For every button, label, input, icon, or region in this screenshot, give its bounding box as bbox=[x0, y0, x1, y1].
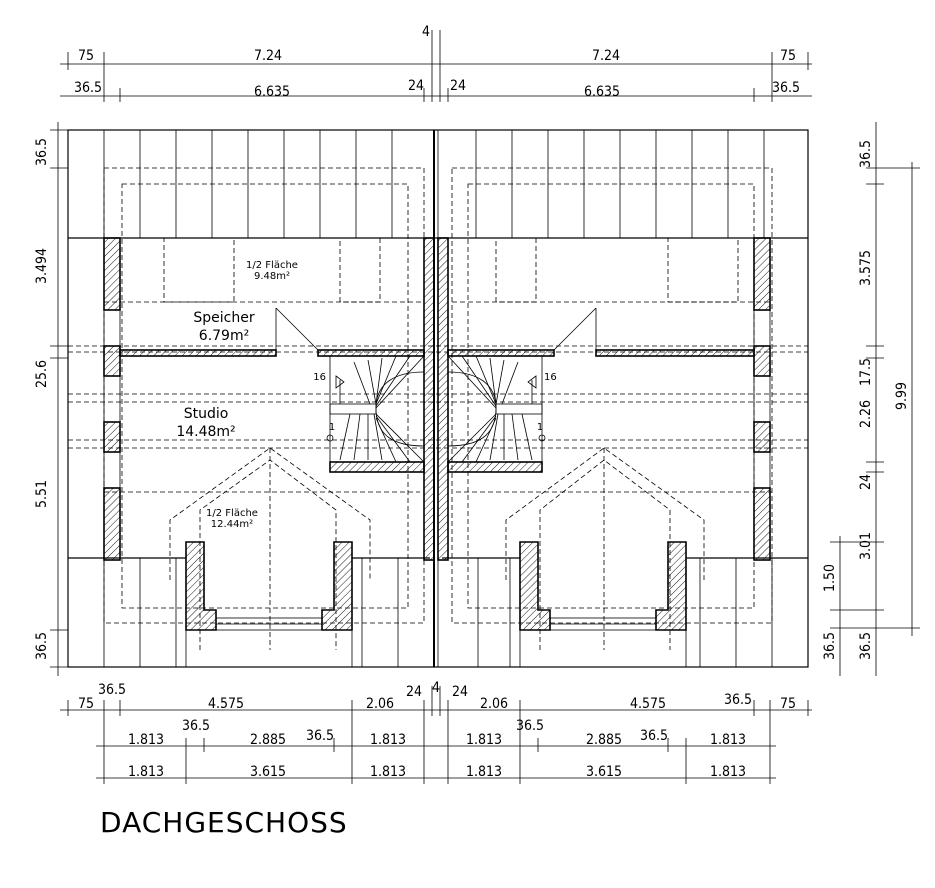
dim-right-dormer-365: 36.5 bbox=[822, 632, 838, 660]
dim-top-6635-left: 6.635 bbox=[254, 84, 290, 100]
dim-left-3494: 3.494 bbox=[34, 248, 50, 284]
dim-bot-r3-3615-left: 3.615 bbox=[250, 764, 286, 780]
half-area-top-value: 9.48m² bbox=[254, 271, 290, 282]
doors bbox=[275, 307, 597, 351]
dim-right-175: 17.5 bbox=[858, 358, 874, 386]
dim-bot-r2-2885-left: 2.885 bbox=[250, 732, 286, 748]
stair-step-16-right: 16 bbox=[544, 372, 557, 383]
dim-top-24-left: 24 bbox=[408, 78, 424, 94]
dim-bot-24-right: 24 bbox=[452, 684, 468, 700]
dim-right-3575: 3.575 bbox=[858, 250, 874, 286]
dim-top-724-left: 7.24 bbox=[254, 48, 282, 64]
dim-top-6635-right: 6.635 bbox=[584, 84, 620, 100]
dim-bot-r2-1813-b: 1.813 bbox=[370, 732, 406, 748]
left-dimensions: 36.5 3.494 25.6 5.51 36.5 bbox=[34, 122, 68, 676]
dim-bot-75-right: 75 bbox=[780, 696, 796, 712]
studio-name: Studio bbox=[184, 406, 229, 422]
studio-area: 14.48m² bbox=[176, 424, 235, 440]
dim-bot-r3-1813-b: 1.813 bbox=[370, 764, 406, 780]
dim-bot-r3-1813-c: 1.813 bbox=[466, 764, 502, 780]
dim-bot-r2-365-b: 36.5 bbox=[306, 728, 334, 744]
stair-step-16-left: 16 bbox=[313, 372, 326, 383]
dim-left-365-bottom: 36.5 bbox=[34, 632, 50, 660]
rafter-lines bbox=[67, 238, 809, 558]
dim-bot-r2-1813-d: 1.813 bbox=[710, 732, 746, 748]
dim-bot-4575-right: 4.575 bbox=[630, 696, 666, 712]
drawing-title: DACHGESCHOSS bbox=[100, 806, 348, 839]
dim-bot-206-left: 2.06 bbox=[366, 696, 394, 712]
dim-top-24-right: 24 bbox=[450, 78, 466, 94]
staircase-right bbox=[447, 355, 546, 463]
dim-right-365-bottom: 36.5 bbox=[858, 632, 874, 660]
half-area-bottom-label: 1/2 Fläche bbox=[206, 508, 258, 519]
dim-bot-r3-1813-a: 1.813 bbox=[128, 764, 164, 780]
dim-bot-4575-left: 4.575 bbox=[208, 696, 244, 712]
stair-step-1-right: 1 bbox=[537, 422, 543, 433]
right-dimensions: 36.5 3.575 17.5 2.26 24 3.01 36.5 9.99 1… bbox=[822, 122, 920, 676]
staircase-left bbox=[326, 355, 425, 463]
top-dimensions: 75 7.24 4 7.24 75 36.5 6.635 24 24 6.635… bbox=[60, 24, 812, 102]
walls bbox=[103, 237, 771, 631]
dim-top-724-right: 7.24 bbox=[592, 48, 620, 64]
dim-right-226: 2.26 bbox=[858, 400, 874, 428]
dim-bot-r2-365-d: 36.5 bbox=[640, 728, 668, 744]
dim-top-75-right: 75 bbox=[780, 48, 796, 64]
speicher-name: Speicher bbox=[193, 310, 254, 326]
dim-right-365-top: 36.5 bbox=[858, 140, 874, 168]
dim-top-365-left: 36.5 bbox=[74, 80, 102, 96]
dim-bot-r3-3615-right: 3.615 bbox=[586, 764, 622, 780]
dim-right-24: 24 bbox=[858, 474, 874, 490]
dim-bot-206-right: 2.06 bbox=[480, 696, 508, 712]
dim-right-total-999: 9.99 bbox=[894, 382, 910, 410]
dim-bot-r2-1813-a: 1.813 bbox=[128, 732, 164, 748]
bottom-dimensions: 75 36.5 4.575 2.06 24 4 24 2.06 4.575 36… bbox=[60, 680, 812, 784]
dim-top-4: 4 bbox=[422, 24, 430, 40]
speicher-area: 6.79m² bbox=[199, 328, 249, 344]
dim-bot-r2-2885-right: 2.885 bbox=[586, 732, 622, 748]
stair-step-1-left: 1 bbox=[329, 422, 335, 433]
dim-bot-4: 4 bbox=[432, 680, 440, 696]
half-area-top-label: 1/2 Fläche bbox=[246, 260, 298, 271]
dim-bot-75-left: 75 bbox=[78, 696, 94, 712]
room-labels: 1/2 Fläche 9.48m² Speicher 6.79m² Studio… bbox=[176, 260, 556, 530]
dim-top-365-right: 36.5 bbox=[772, 80, 800, 96]
dim-bot-365-b: 36.5 bbox=[724, 692, 752, 708]
dim-bot-r3-1813-d: 1.813 bbox=[710, 764, 746, 780]
dim-right-dormer-150: 1.50 bbox=[822, 564, 838, 592]
dim-bot-r2-365-a: 36.5 bbox=[182, 718, 210, 734]
dim-left-365-top: 36.5 bbox=[34, 138, 50, 166]
dim-top-75-left: 75 bbox=[78, 48, 94, 64]
half-area-bottom-value: 12.44m² bbox=[211, 519, 253, 530]
dim-bot-r2-365-c: 36.5 bbox=[516, 718, 544, 734]
dim-right-301: 3.01 bbox=[858, 532, 874, 560]
dim-bot-24-left: 24 bbox=[406, 684, 422, 700]
dim-left-551: 5.51 bbox=[34, 480, 50, 508]
dim-bot-r2-1813-c: 1.813 bbox=[466, 732, 502, 748]
dim-bot-365-a: 36.5 bbox=[98, 682, 126, 698]
dim-left-256: 25.6 bbox=[34, 360, 50, 388]
